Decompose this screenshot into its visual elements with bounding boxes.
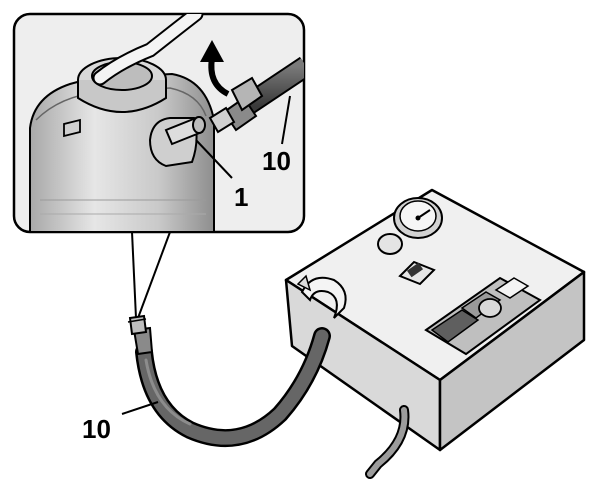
inset-hose-leader-line <box>281 95 291 145</box>
curved-arrow-icon <box>200 40 230 97</box>
air-pressure-gauge-icon <box>393 197 443 239</box>
callout-main-hose: 10 <box>82 414 111 444</box>
inset-pointer <box>131 231 171 319</box>
hose-storage-icon <box>296 274 347 319</box>
inset-panel: 1 10 <box>12 12 306 234</box>
sealant-canister <box>29 14 215 232</box>
canister-valve <box>164 116 206 146</box>
hose-end-connector <box>127 314 154 356</box>
valve-leader-line <box>195 139 233 179</box>
main-hose-leader-line <box>121 401 159 415</box>
power-switch-icon <box>398 260 436 286</box>
callout-valve: 1 <box>234 182 248 212</box>
inset-hose-end <box>208 56 304 134</box>
main-hose <box>127 314 331 448</box>
round-button <box>377 233 403 255</box>
air-compressor <box>284 188 586 479</box>
callout-inset-hose: 10 <box>262 146 291 176</box>
control-panel <box>424 276 542 356</box>
power-cord <box>365 405 410 479</box>
